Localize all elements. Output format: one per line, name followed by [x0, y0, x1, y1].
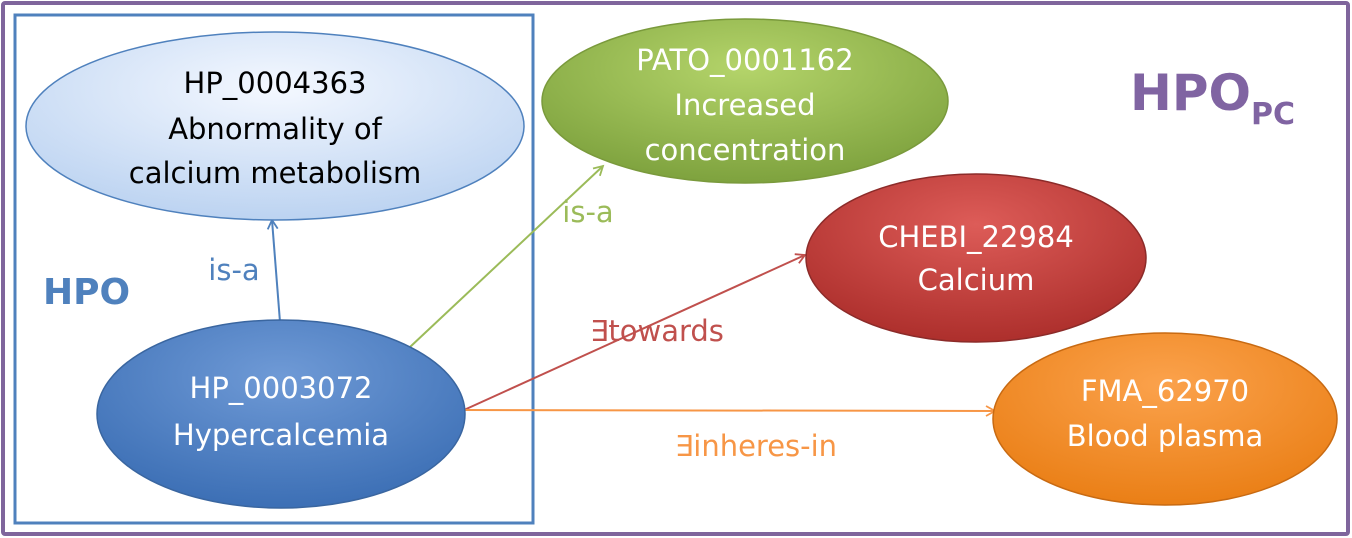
- node-hp-0004363-id: HP_0004363: [184, 66, 367, 100]
- node-fma-62970: FMA_62970 Blood plasma: [992, 332, 1338, 506]
- edge-label-inheres-in: ∃inheres-in: [675, 429, 837, 463]
- node-chebi-22984-line2: Calcium: [918, 263, 1035, 297]
- node-pato-0001162-id: PATO_0001162: [636, 43, 853, 77]
- hpo-title: HPO: [43, 272, 130, 313]
- edge-label-towards: ∃towards: [590, 314, 724, 348]
- node-hp-0003072: HP_0003072 Hypercalcemia: [96, 319, 466, 509]
- node-pato-0001162-line2: Increased: [674, 88, 815, 122]
- node-pato-0001162-line3: concentration: [645, 133, 846, 167]
- edge-inheres-in: [463, 405, 997, 417]
- node-fma-62970-id: FMA_62970: [1081, 374, 1249, 408]
- node-chebi-22984-id: CHEBI_22984: [878, 220, 1074, 254]
- hpopc-title-sub: PC: [1251, 97, 1295, 132]
- node-hp-0003072-line2: Hypercalcemia: [173, 418, 389, 452]
- node-chebi-22984: CHEBI_22984 Calcium: [805, 173, 1147, 343]
- node-hp-0004363: HP_0004363 Abnormality of calcium metabo…: [25, 31, 525, 221]
- hpo-frame: [13, 13, 535, 525]
- edge-towards: [463, 253, 807, 411]
- node-hp-0004363-line3: calcium metabolism: [129, 156, 421, 190]
- edge-label-isa-pato: is-a: [562, 195, 613, 229]
- node-hp-0004363-line2: Abnormality of: [168, 112, 382, 146]
- hpopc-title: HPOPC: [1130, 64, 1295, 132]
- node-hp-0003072-id: HP_0003072: [190, 371, 373, 405]
- node-fma-62970-line2: Blood plasma: [1067, 419, 1263, 453]
- edge-isa-pato: [409, 164, 605, 348]
- node-pato-0001162: PATO_0001162 Increased concentration: [541, 18, 949, 184]
- edge-isa-hpo: [266, 218, 281, 323]
- edge-label-isa-hpo: is-a: [208, 253, 259, 287]
- hpopc-title-main: HPO: [1130, 64, 1251, 122]
